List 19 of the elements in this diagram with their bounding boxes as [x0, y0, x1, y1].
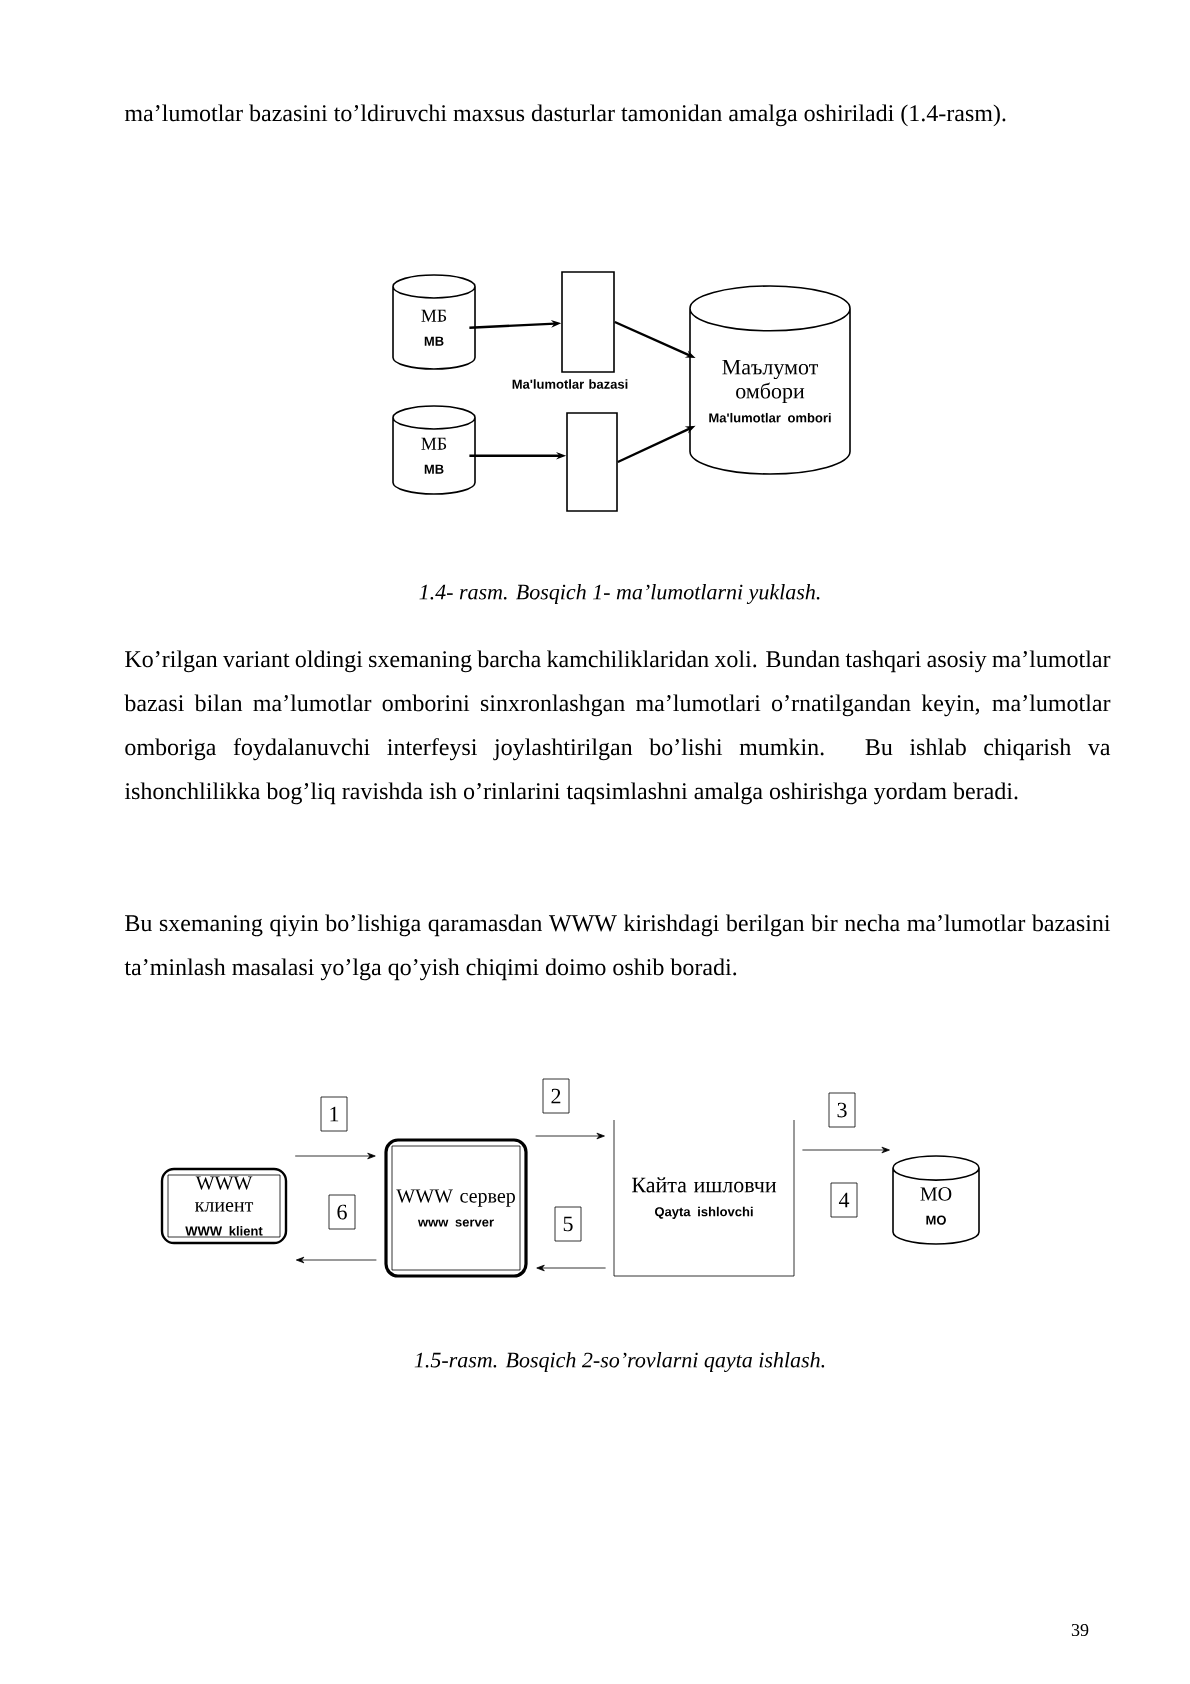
paragraph: Bu sxemaning qiyin bo’lishiga qaramasdan WWW kirishdagi berilgan bir necha ma’lumotlar bazasini ta’minlash masalasi yo’lga qo’yish chiqimi doimo oshib boradi.	[124, 914, 1111, 981]
step-number: 2	[542, 1078, 570, 1114]
arrow	[535, 1132, 605, 1140]
step-number: 3	[828, 1092, 856, 1128]
step-number: 4	[830, 1182, 858, 1218]
step-number: 1	[320, 1096, 348, 1132]
step-number: 5	[554, 1206, 582, 1242]
caption: 1.5-rasm. Bosqich 2-so’rovlarni qayta ishlash.	[414, 1352, 825, 1372]
arrow	[295, 1256, 377, 1264]
arrow	[802, 1146, 890, 1154]
arrow	[536, 1264, 606, 1272]
process-box	[561, 271, 615, 373]
step-number: 6	[328, 1194, 356, 1230]
caption: 1.4- rasm. Bosqich 1- ma’lumotlarni yuklash.	[419, 584, 820, 604]
paragraph: Ko’rilgan variant oldingi sxemaning barcha kamchiliklaridan xoli. Bundan tashqari asosiy ma’lumotlar bazasi bilan ma’lumotlar omborini sinxronlashgan ma’lumotlari o’rnatilgandan keyin, ma’lumotlar omboriga foydalanuvchi interfeysi joylashtirilgan bo’lishi mumkin. Bu ishlab chiqarish va ishonchlilikka bog’liq ravishda ish o’rinlarini taqsimlashni amalga oshirishga yordam beradi.	[124, 650, 1111, 805]
arrow	[294, 1152, 376, 1160]
paragraph: ma’lumotlar bazasini to’ldiruvchi maxsus dasturlar tamonidan amalga oshiriladi (1.4-rasm).	[124, 104, 1006, 127]
process-box	[566, 412, 618, 512]
page-number: 39	[1071, 1623, 1089, 1637]
